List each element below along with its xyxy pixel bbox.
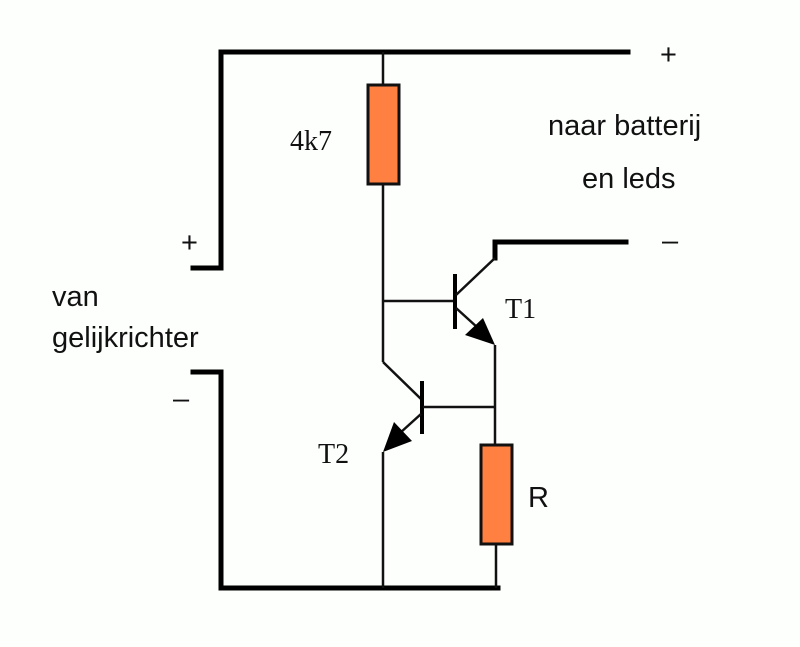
top-rail-wire	[190, 49, 631, 271]
label-output-line2: en leds	[582, 163, 676, 195]
resistor-4k7	[366, 83, 401, 186]
label-output-minus: –	[662, 225, 679, 257]
label-output-plus: +	[660, 39, 677, 71]
label-r: R	[528, 482, 549, 514]
label-input-line1: van	[52, 281, 99, 313]
t1-collector	[455, 257, 496, 296]
t1-emitter	[455, 307, 479, 329]
label-input-minus: –	[173, 383, 190, 415]
t2-emitter	[399, 413, 422, 434]
t1-emitter-arrow-icon	[465, 318, 495, 345]
t2-emitter-arrow-icon	[383, 422, 412, 452]
label-input-plus: +	[181, 227, 198, 259]
bottom-rail-wire	[190, 369, 501, 591]
label-input-line2: gelijkrichter	[52, 322, 199, 354]
label-t1: T1	[505, 294, 536, 325]
resistor-r	[479, 443, 514, 546]
t2-collector	[382, 361, 422, 400]
label-4k7: 4k7	[290, 126, 332, 157]
label-t2: T2	[318, 439, 349, 470]
output-minus-wire	[492, 239, 629, 261]
label-output-line1: naar batterij	[548, 110, 701, 142]
